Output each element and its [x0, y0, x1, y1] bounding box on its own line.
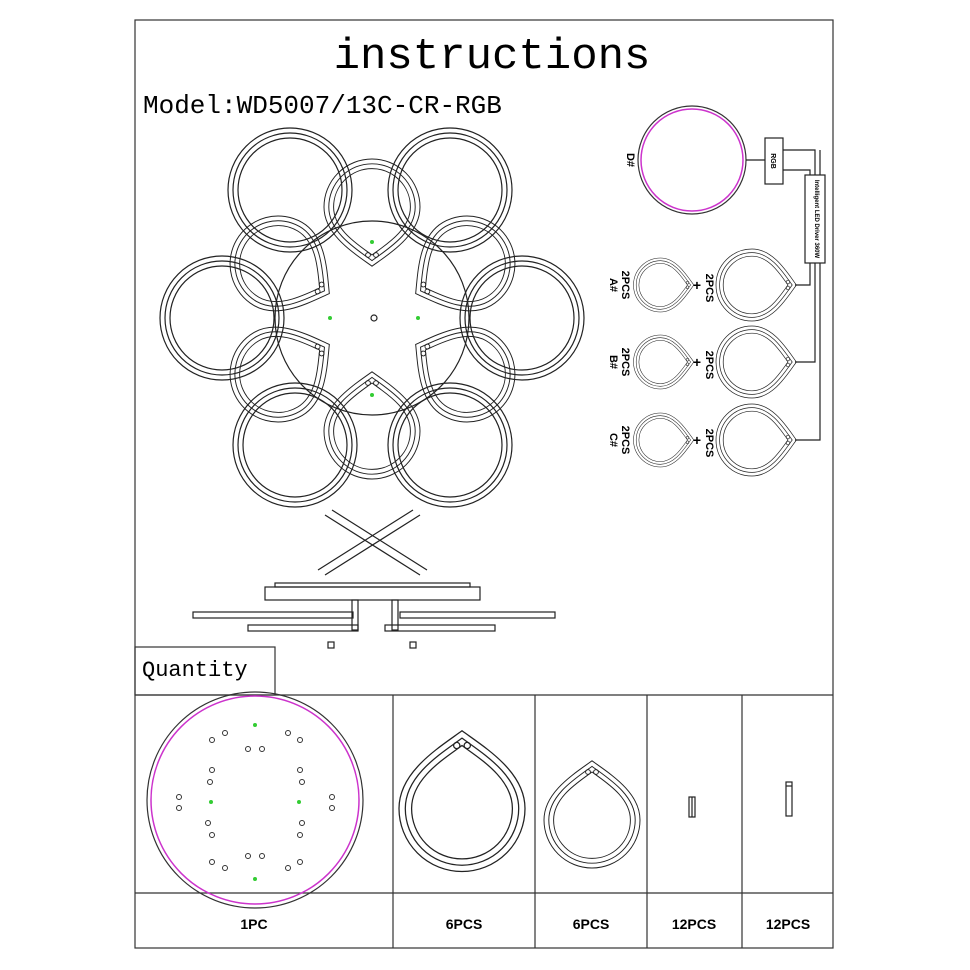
- connector-part: [688, 796, 696, 818]
- mounting-bracket: [192, 509, 556, 649]
- svg-text:2PCS: 2PCS: [703, 274, 715, 303]
- qty-screw: 12PCS: [766, 916, 810, 932]
- quantity-table: [135, 694, 833, 948]
- screw-part: [785, 781, 793, 817]
- svg-text:2PCS: 2PCS: [619, 348, 631, 377]
- svg-text:A#: A#: [607, 278, 619, 292]
- fixture-top-view: [159, 127, 585, 508]
- svg-text:2PCS: 2PCS: [703, 351, 715, 380]
- quantity-heading: Quantity: [142, 658, 248, 683]
- small-teardrop-part: [543, 760, 641, 869]
- rgb-box-label: RGB: [769, 153, 776, 169]
- svg-text:2PCS: 2PCS: [703, 429, 715, 458]
- wiring-row-a: A# 2PCS + 2PCS: [607, 248, 797, 322]
- large-teardrop-part: [398, 730, 526, 873]
- qty-connector: 12PCS: [672, 916, 716, 932]
- qty-base-plate: 1PC: [240, 916, 267, 932]
- svg-text:B#: B#: [607, 355, 619, 369]
- svg-text:2PCS: 2PCS: [619, 426, 631, 455]
- model-number: Model:WD5007/13C-CR-RGB: [143, 91, 502, 121]
- svg-text:+: +: [693, 354, 701, 370]
- svg-text:+: +: [693, 432, 701, 448]
- svg-text:C#: C#: [607, 433, 619, 447]
- page-title: instructions: [334, 32, 651, 82]
- svg-text:+: +: [693, 277, 701, 293]
- wiring-row-c: C# 2PCS + 2PCS: [607, 403, 797, 477]
- svg-text:2PCS: 2PCS: [619, 271, 631, 300]
- wiring-diagram: D# RGB Intelligent LED Driver 360W A# 2P…: [607, 105, 826, 477]
- base-label: D#: [624, 153, 636, 167]
- driver-box-label: Intelligent LED Driver 360W: [813, 180, 819, 259]
- base-plate-part: [146, 691, 364, 909]
- page-frame: [134, 19, 834, 949]
- qty-small-teardrop: 6PCS: [573, 916, 610, 932]
- qty-large-teardrop: 6PCS: [446, 916, 483, 932]
- wiring-row-b: B# 2PCS + 2PCS: [607, 325, 797, 399]
